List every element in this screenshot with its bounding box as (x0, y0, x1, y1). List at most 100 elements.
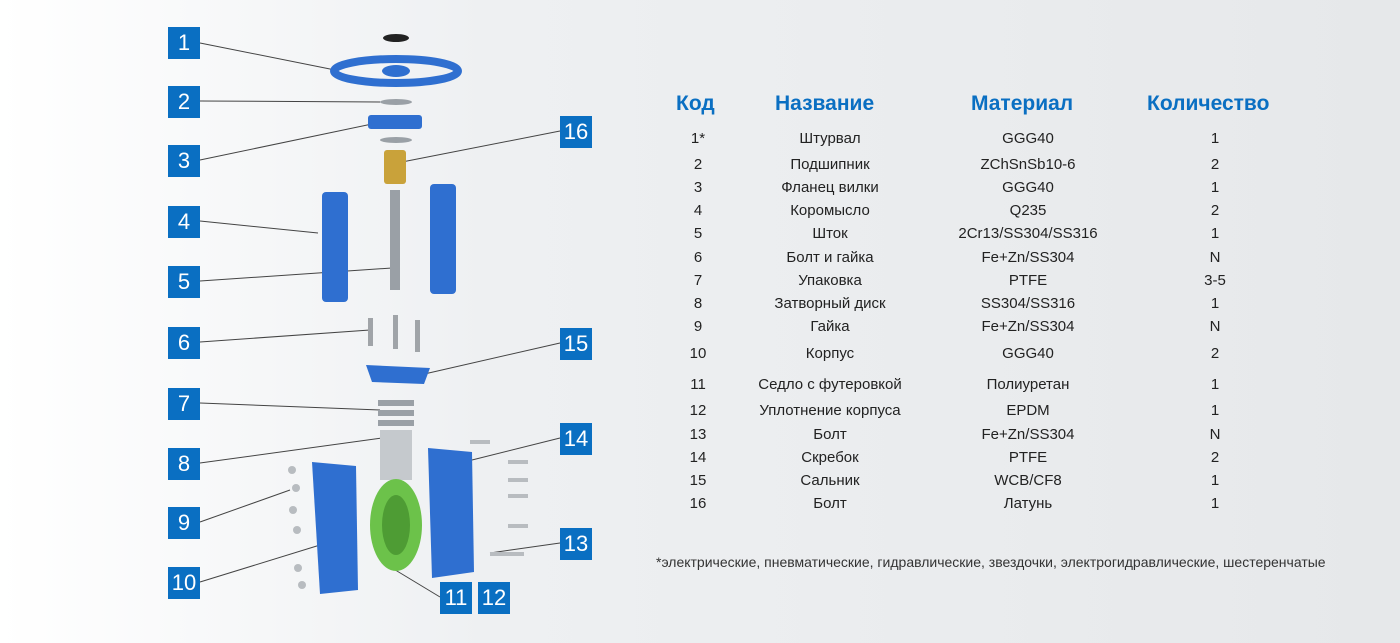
cell-name: Гайка (810, 318, 850, 335)
cell-name: Болт и гайка (786, 249, 874, 266)
cell-qty: 2 (1210, 156, 1220, 173)
cell-code: 7 (693, 272, 703, 289)
cell-material: Fe+Zn/SS304 (981, 426, 1075, 443)
cell-material: PTFE (1008, 272, 1048, 289)
callout-1: 1 (168, 27, 200, 59)
cell-name: Корпус (805, 345, 855, 362)
cell-code: 12 (689, 402, 707, 419)
cell-name: Шток (812, 225, 848, 242)
table-row: 4 Коромысло Q235 2 (640, 202, 1360, 222)
cell-material: Q235 (1009, 202, 1047, 219)
cell-qty: 2 (1210, 202, 1220, 219)
cell-qty: 1 (1210, 472, 1220, 489)
cell-material: 2Cr13/SS304/SS316 (958, 225, 1098, 242)
header-qty: Количество (1147, 92, 1270, 115)
cell-material: EPDM (1006, 402, 1050, 419)
callout-11: 11 (440, 582, 472, 614)
cell-name: Скребок (801, 449, 859, 466)
callout-7: 7 (168, 388, 200, 420)
cell-material: SS304/SS316 (980, 295, 1076, 312)
cell-code: 3 (693, 179, 703, 196)
cell-name: Фланец вилки (781, 179, 879, 196)
cell-name: Затворный диск (774, 295, 886, 312)
cell-qty: 1 (1210, 130, 1220, 147)
cell-material: Латунь (1003, 495, 1053, 512)
header-name: Название (775, 92, 875, 115)
table-row: 9 Гайка Fe+Zn/SS304 N (640, 318, 1360, 338)
cell-qty: 1 (1210, 402, 1220, 419)
table-row: 8 Затворный диск SS304/SS316 1 (640, 295, 1360, 315)
cell-code: 11 (690, 376, 706, 393)
cell-name: Подшипник (790, 156, 870, 173)
cell-material: ZChSnSb10-6 (980, 156, 1076, 173)
cell-qty: N (1209, 426, 1221, 443)
cell-code: 13 (689, 426, 707, 443)
table-row: 16 Болт Латунь 1 (640, 495, 1360, 515)
callout-10: 10 (168, 567, 200, 599)
cell-material: GGG40 (1002, 345, 1054, 362)
header-code: Код (676, 92, 715, 115)
callout-12: 12 (478, 582, 510, 614)
cell-name: Упаковка (798, 272, 862, 289)
callout-16: 16 (560, 116, 592, 148)
cell-code: 16 (689, 495, 707, 512)
cell-qty: 2 (1210, 449, 1220, 466)
cell-qty: 1 (1210, 225, 1220, 242)
callout-13: 13 (560, 528, 592, 560)
cell-material: GGG40 (1002, 130, 1054, 147)
table-row: 15 Сальник WCB/CF8 1 (640, 472, 1360, 492)
cell-code: 6 (693, 249, 703, 266)
callout-8: 8 (168, 448, 200, 480)
leader-lines (199, 42, 561, 598)
table-row: 13 Болт Fe+Zn/SS304 N (640, 426, 1360, 446)
callout-9: 9 (168, 507, 200, 539)
cell-code: 5 (693, 225, 703, 242)
cell-name: Сальник (800, 472, 860, 489)
cell-material: Полиуретан (986, 376, 1070, 393)
cell-code: 15 (689, 472, 707, 489)
cell-material: GGG40 (1002, 179, 1054, 196)
cell-code: 1* (690, 130, 706, 147)
cell-name: Болт (813, 495, 847, 512)
table-row: 6 Болт и гайка Fe+Zn/SS304 N (640, 249, 1360, 269)
cell-qty: 1 (1210, 495, 1220, 512)
cell-qty: 1 (1210, 376, 1220, 393)
cell-name: Штурвал (799, 130, 861, 147)
callout-5: 5 (168, 266, 200, 298)
header-material: Материал (971, 92, 1074, 115)
exploded-valve-diagram: 1 2 3 4 5 6 7 8 9 10 11 12 13 14 15 16 (0, 0, 640, 638)
cell-material: PTFE (1008, 449, 1048, 466)
callout-3: 3 (168, 145, 200, 177)
cell-material: Fe+Zn/SS304 (981, 318, 1075, 335)
table-row: 7 Упаковка PTFE 3-5 (640, 272, 1360, 292)
cell-code: 10 (689, 345, 707, 362)
cell-name: Болт (813, 426, 847, 443)
cell-code: 14 (689, 449, 707, 466)
callout-14: 14 (560, 423, 592, 455)
cell-qty: 3-5 (1204, 272, 1226, 289)
table-row: 12 Уплотнение корпуса EPDM 1 (640, 402, 1360, 422)
callout-2: 2 (168, 86, 200, 118)
cell-name: Уплотнение корпуса (759, 402, 901, 419)
callout-4: 4 (168, 206, 200, 238)
table-row: 14 Скребок PTFE 2 (640, 449, 1360, 469)
table-row: 1* Штурвал GGG40 1 (640, 130, 1360, 150)
footnote: *электрические, пневматические, гидравли… (656, 554, 1326, 570)
cell-name: Коромысло (790, 202, 870, 219)
cell-material: WCB/CF8 (994, 472, 1062, 489)
cell-qty: N (1209, 249, 1221, 266)
cell-code: 9 (693, 318, 703, 335)
cell-material: Fe+Zn/SS304 (981, 249, 1075, 266)
cell-code: 4 (693, 202, 703, 219)
table-row: 2 Подшипник ZChSnSb10-6 2 (640, 156, 1360, 176)
callout-15: 15 (560, 328, 592, 360)
valve-illustration (199, 34, 561, 598)
callout-6: 6 (168, 327, 200, 359)
cell-qty: 1 (1210, 295, 1220, 312)
cell-qty: N (1209, 318, 1221, 335)
cell-code: 8 (693, 295, 703, 312)
cell-code: 2 (693, 156, 703, 173)
